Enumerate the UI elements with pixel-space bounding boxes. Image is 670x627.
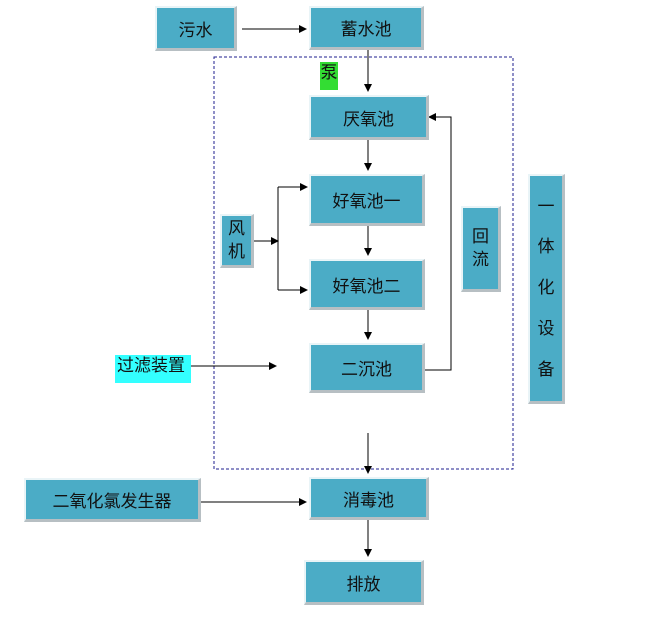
fan-label-char-1: 风 (228, 218, 245, 239)
aerobic-tank-1-node: 好氧池一 (309, 174, 425, 226)
chlorine-dioxide-generator-label: 二氧化氯发生器 (52, 492, 172, 512)
fan-connector (254, 183, 308, 294)
anaerobic-tank-label: 厌氧池 (343, 109, 394, 130)
chlorine-dioxide-generator-node: 二氧化氯发生器 (24, 478, 201, 522)
anaerobic-tank-node: 厌氧池 (309, 95, 429, 140)
reflux-label-char-2: 流 (472, 249, 489, 270)
integrated-equipment-boundary (213, 56, 514, 470)
integrated-equipment-char-2: 体 (537, 237, 555, 258)
integrated-equipment-node: 一 体 化 设 备 (528, 174, 565, 404)
sewage-node: 污水 (155, 6, 237, 51)
integrated-equipment-char-5: 备 (537, 359, 555, 380)
filter-device-label: 过滤装置 (115, 355, 191, 383)
aerobic-tank-2-label: 好氧池二 (332, 276, 401, 297)
secondary-clarifier-label: 二沉池 (341, 360, 392, 380)
fan-node: 风 机 (220, 214, 254, 268)
aerobic-tank-1-label: 好氧池一 (332, 192, 401, 212)
aerobic-tank-2-node: 好氧池二 (309, 259, 425, 310)
disinfection-tank-label: 消毒池 (343, 490, 394, 511)
fan-label-char-2: 机 (228, 241, 245, 262)
reflux-node: 回 流 (461, 206, 501, 292)
discharge-node: 排放 (304, 560, 424, 605)
secondary-clarifier-node: 二沉池 (309, 343, 425, 393)
integrated-equipment-char-3: 化 (537, 278, 555, 299)
pump-label: 泵 (320, 62, 338, 90)
integrated-equipment-char-1: 一 (537, 196, 555, 217)
sewage-label: 污水 (178, 20, 213, 41)
integrated-equipment-char-4: 设 (537, 318, 555, 339)
storage-tank-label: 蓄水池 (340, 20, 392, 40)
storage-tank-node: 蓄水池 (309, 6, 424, 50)
reflux-label-char-1: 回 (472, 226, 489, 247)
disinfection-tank-node: 消毒池 (309, 477, 429, 520)
reflux-line (425, 113, 452, 371)
discharge-label: 排放 (346, 574, 381, 595)
